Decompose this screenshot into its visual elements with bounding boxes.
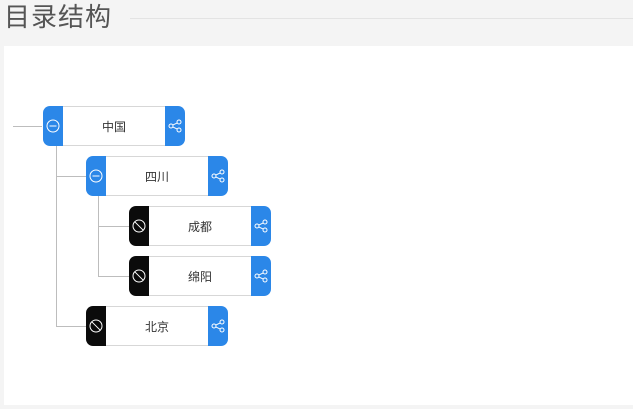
no-children-icon xyxy=(132,269,146,283)
page-title: 目录结构 xyxy=(4,3,113,33)
share-icon xyxy=(211,319,225,333)
tree-connector xyxy=(98,226,129,227)
share-button[interactable] xyxy=(208,156,228,196)
share-button[interactable] xyxy=(251,206,271,246)
node-label[interactable]: 北京 xyxy=(106,306,208,346)
collapse-icon xyxy=(89,169,103,183)
tree-node-beijing: 北京 xyxy=(86,306,228,346)
collapse-toggle[interactable] xyxy=(86,156,106,196)
tree-connector xyxy=(56,146,57,326)
tree-node-mianyang: 绵阳 xyxy=(129,256,271,296)
node-label[interactable]: 四川 xyxy=(106,156,208,196)
share-icon xyxy=(168,119,182,133)
node-label[interactable]: 绵阳 xyxy=(149,256,251,296)
title-divider xyxy=(130,18,633,19)
share-button[interactable] xyxy=(251,256,271,296)
share-icon xyxy=(254,219,268,233)
tree-connector xyxy=(13,126,42,127)
no-children-icon xyxy=(89,319,103,333)
leaf-toggle[interactable] xyxy=(86,306,106,346)
leaf-toggle[interactable] xyxy=(129,206,149,246)
share-icon xyxy=(211,169,225,183)
node-label[interactable]: 中国 xyxy=(63,106,165,146)
tree-connector xyxy=(98,196,99,276)
collapse-icon xyxy=(46,119,60,133)
share-button[interactable] xyxy=(208,306,228,346)
leaf-toggle[interactable] xyxy=(129,256,149,296)
tree-connector xyxy=(98,276,129,277)
collapse-toggle[interactable] xyxy=(43,106,63,146)
tree-connector xyxy=(56,326,86,327)
tree-node-chengdu: 成都 xyxy=(129,206,271,246)
tree-node-sichuan: 四川 xyxy=(86,156,228,196)
share-icon xyxy=(254,269,268,283)
no-children-icon xyxy=(132,219,146,233)
node-label[interactable]: 成都 xyxy=(149,206,251,246)
tree-node-root: 中国 xyxy=(43,106,185,146)
tree-connector xyxy=(56,176,86,177)
share-button[interactable] xyxy=(165,106,185,146)
